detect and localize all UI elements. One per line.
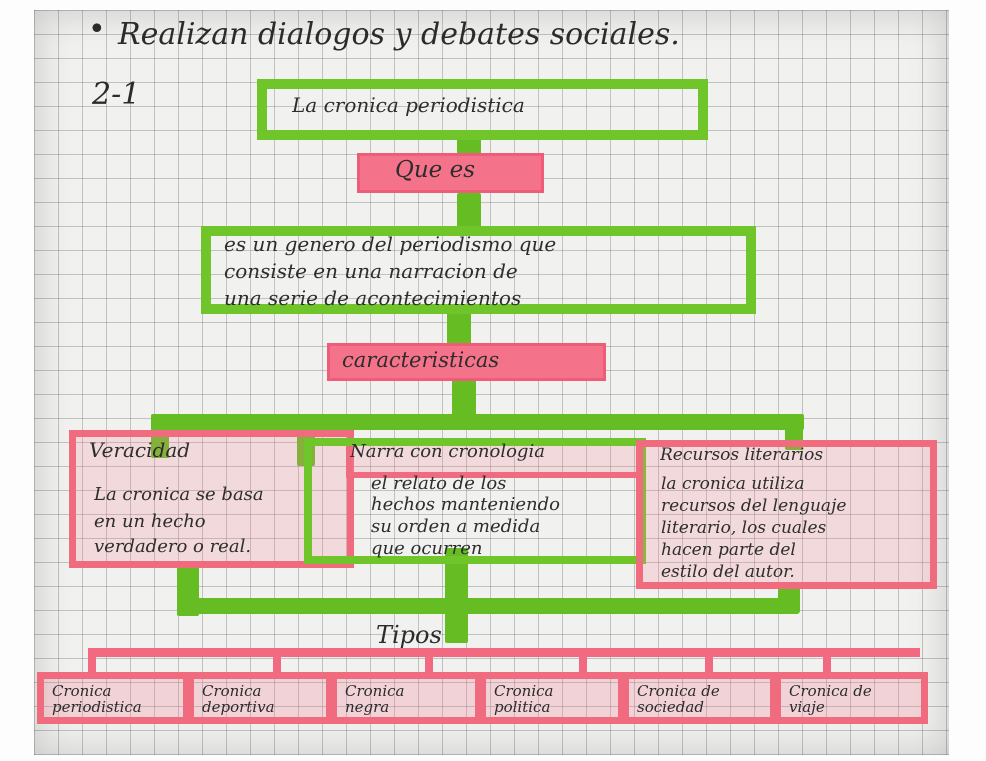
characteristic-title-recursos: Recursos literarios bbox=[660, 446, 824, 465]
type-negra-line-1: Cronica bbox=[345, 682, 405, 700]
type-periodistica-line-1: Cronica bbox=[52, 682, 112, 700]
characteristic-line-veracidad-3: verdadero o real. bbox=[94, 537, 252, 557]
types-drop-2 bbox=[273, 648, 281, 676]
characteristic-line-recursos-1: la cronica utiliza bbox=[661, 475, 805, 494]
characteristic-line-recursos-2: recursos del lenguaje bbox=[661, 497, 847, 516]
types-drop-4 bbox=[579, 648, 587, 676]
title-text: La cronica periodistica bbox=[292, 94, 525, 117]
type-viaje-line-1: Cronica de bbox=[789, 682, 872, 700]
characteristic-line-recursos-4: hacen parte del bbox=[661, 541, 796, 560]
characteristics-text: caracteristicas bbox=[342, 349, 500, 372]
type-box-politica: Cronica politica bbox=[479, 672, 625, 724]
type-deportiva-line-1: Cronica bbox=[202, 682, 262, 700]
branch-top-line bbox=[151, 414, 804, 430]
types-drop-6 bbox=[823, 648, 831, 676]
definition-line-1: es un genero del periodismo que bbox=[224, 233, 557, 256]
types-horizontal-bar bbox=[88, 648, 920, 657]
type-sociedad-line-1: Cronica de bbox=[637, 682, 720, 700]
type-box-sociedad: Cronica de sociedad bbox=[622, 672, 777, 724]
characteristic-line-cronologia-4: que ocurren bbox=[371, 539, 483, 559]
type-box-periodistica: Cronica periodistica bbox=[37, 672, 190, 724]
bottom-right-hook bbox=[778, 588, 800, 613]
characteristic-box-recursos bbox=[636, 440, 937, 589]
definition-line-2: consiste en una narracion de bbox=[224, 260, 518, 283]
types-drop-1 bbox=[88, 648, 96, 676]
type-politica-line-2: politica bbox=[494, 697, 551, 716]
characteristic-title-veracidad: Veracidad bbox=[89, 439, 191, 462]
characteristic-line-recursos-3: literario, los cuales bbox=[661, 519, 827, 538]
center-stem-to-types bbox=[445, 548, 468, 643]
question-text: Que es bbox=[395, 158, 476, 183]
characteristic-line-cronologia-2: hechos manteniendo bbox=[371, 495, 560, 515]
characteristic-line-recursos-5: estilo del autor. bbox=[661, 563, 795, 582]
characteristic-line-cronologia-1: el relato de los bbox=[371, 474, 507, 494]
characteristic-line-veracidad-1: La cronica se basa bbox=[94, 485, 264, 505]
header-bullet: • bbox=[88, 12, 106, 47]
bottom-join-line bbox=[177, 598, 799, 614]
characteristic-line-veracidad-2: en un hecho bbox=[94, 512, 206, 532]
type-negra-line-2: negra bbox=[345, 697, 390, 716]
title-box bbox=[257, 79, 708, 140]
question-box bbox=[357, 153, 544, 193]
type-sociedad-line-2: sociedad bbox=[637, 697, 704, 716]
type-viaje-line-2: viaje bbox=[789, 697, 825, 716]
characteristic-line-cronologia-3: su orden a medida bbox=[371, 517, 541, 537]
types-drop-3 bbox=[425, 648, 433, 676]
section-number: 2-1 bbox=[92, 77, 141, 112]
type-deportiva-line-2: deportiva bbox=[202, 697, 275, 716]
type-periodistica-line-2: periodistica bbox=[52, 697, 142, 716]
type-box-deportiva: Cronica deportiva bbox=[187, 672, 333, 724]
characteristics-box bbox=[327, 343, 606, 381]
characteristic-title-cronologia: Narra con cronologia bbox=[350, 442, 545, 462]
definition-line-3: una serie de acontecimientos bbox=[224, 287, 522, 310]
header-text: Realizan dialogos y debates sociales. bbox=[118, 17, 680, 52]
type-box-viaje: Cronica de viaje bbox=[774, 672, 928, 724]
type-politica-line-1: Cronica bbox=[494, 682, 554, 700]
types-label: Tipos bbox=[376, 621, 442, 649]
types-drop-5 bbox=[705, 648, 713, 676]
definition-box bbox=[201, 226, 756, 314]
type-box-negra: Cronica negra bbox=[330, 672, 482, 724]
